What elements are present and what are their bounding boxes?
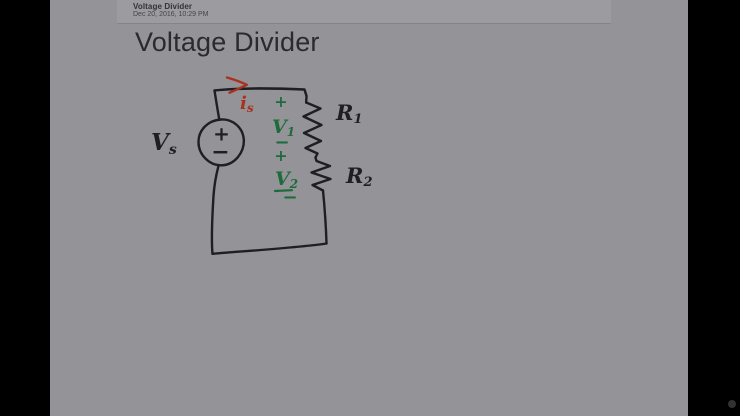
r2-label: R2 — [345, 163, 373, 190]
r1-label: R1 — [335, 100, 363, 127]
wire-bottom — [211, 242, 328, 255]
vs-label: Vs — [151, 129, 177, 158]
note-title: Voltage Divider — [133, 2, 193, 11]
wire-right — [321, 189, 328, 245]
letterbox-right — [688, 0, 740, 416]
note-header: Voltage Divider Dec 20, 2016, 10:29 PM — [117, 0, 611, 24]
note-date: Dec 20, 2016, 10:29 PM — [133, 11, 209, 18]
scroll-indicator[interactable] — [728, 400, 736, 408]
page-title: Voltage Divider — [135, 27, 320, 57]
resistor-r2-zigzag — [310, 156, 332, 192]
v1-plus-mark: + — [274, 92, 287, 111]
current-arrow-icon — [225, 76, 248, 94]
resistor-r1-zigzag — [302, 101, 323, 159]
v1-label: V1 — [272, 116, 295, 139]
wire-left-upper — [213, 89, 221, 121]
v2-underline — [273, 189, 294, 193]
current-label: is — [240, 93, 254, 115]
v2-label: V2 — [275, 168, 298, 191]
wire-top — [213, 87, 308, 104]
source-plus-mark: + — [213, 122, 230, 146]
v2-minus-mark: − — [282, 187, 297, 208]
voltage-source-circle — [197, 118, 246, 167]
wire-left-lower — [210, 164, 220, 255]
source-minus-mark: − — [211, 139, 229, 165]
note-canvas[interactable]: Voltage Divider Dec 20, 2016, 10:29 PM V… — [50, 0, 736, 416]
v1-minus-mark: − — [274, 132, 289, 153]
letterbox-left — [0, 0, 50, 416]
v2-plus-mark: + — [274, 146, 287, 165]
